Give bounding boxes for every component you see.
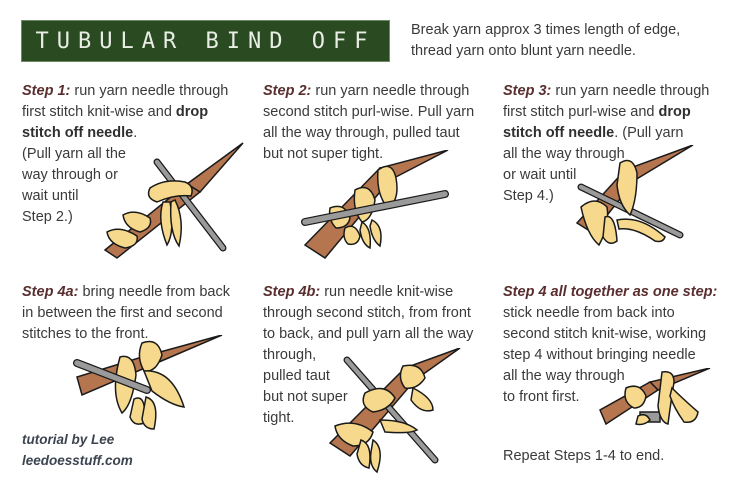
credit-website: leedoesstuff.com (22, 453, 133, 468)
step-text: . (Pull yarn (614, 125, 684, 141)
step-emphasis: stitch off needle (503, 125, 615, 141)
step-note: all the way through (503, 146, 625, 162)
step-text: all the way through, pulled taut (263, 125, 460, 141)
step-text: but not super (263, 389, 348, 405)
step-text: . (133, 125, 138, 141)
step-text: run yarn needle through (70, 83, 229, 99)
step-text: run yarn needle through (551, 83, 710, 99)
step-note: Step 4.) (503, 188, 554, 204)
step-4-combined-illustration (598, 368, 713, 428)
step-note: or wait until (503, 167, 577, 183)
step-label: Step 4 all together as one step: (503, 284, 718, 300)
step-text: pulled taut (263, 368, 330, 384)
repeat-instruction: Repeat Steps 1-4 to end. (503, 448, 665, 464)
step-3: Step 3: run yarn needle through first st… (503, 81, 738, 207)
step-note: wait until (22, 188, 79, 204)
step-text: stick needle from back into (503, 305, 675, 321)
step-label: Step 3: (503, 83, 552, 99)
step-label: Step 1: (22, 83, 71, 99)
knitting-needle-icon (328, 348, 461, 474)
step-text: stitches to the front. (22, 326, 149, 342)
step-text: but not super tight. (263, 146, 384, 162)
step-3-illustration (575, 145, 695, 255)
step-4a-illustration (72, 335, 227, 435)
knitting-needle-icon (301, 150, 449, 259)
intro-text: Break yarn approx 3 times length of edge… (411, 20, 741, 62)
intro-line-2: thread yarn onto blunt yarn needle. (411, 43, 636, 59)
step-text: second stitch purl-wise. Pull yarn (263, 104, 475, 120)
step-text: through, (263, 347, 317, 363)
step-label: Step 4b: (263, 284, 321, 300)
step-text: through second stitch, from front (263, 305, 471, 321)
step-4b-illustration (325, 348, 465, 478)
knitting-needle-icon (73, 335, 223, 430)
step-note: way through or (22, 167, 118, 183)
step-text: bring needle from back (78, 284, 230, 300)
title-banner: TUBULAR BIND OFF (21, 20, 390, 62)
step-text: tight. (263, 410, 295, 426)
step-text: run needle knit-wise (320, 284, 454, 300)
step-text: second stitch knit-wise, working (503, 326, 707, 342)
step-label: Step 4a: (22, 284, 79, 300)
step-text: to front first. (503, 389, 580, 405)
step-text: in between the first and second (22, 305, 223, 321)
step-text: step 4 without bringing needle (503, 347, 696, 363)
step-text: all the way through (503, 368, 625, 384)
page-title: TUBULAR BIND OFF (35, 28, 376, 54)
intro-line-1: Break yarn approx 3 times length of edge… (411, 22, 681, 38)
step-4a: Step 4a: bring needle from back in betwe… (22, 282, 252, 345)
step-text: first stitch purl-wise and (503, 104, 659, 120)
step-emphasis: drop (658, 104, 691, 120)
step-label: Step 2: (263, 83, 312, 99)
step-text: to back, and pull yarn all the way (263, 326, 474, 342)
step-2-illustration (300, 150, 450, 260)
step-note: Step 2.) (22, 209, 73, 225)
step-emphasis: drop (175, 104, 209, 120)
step-note: (Pull yarn all the (22, 146, 126, 162)
step-text: run yarn needle through (311, 83, 470, 99)
step-1: Step 1: run yarn needle through first st… (22, 81, 252, 228)
step-4-combined: Step 4 all together as one step: stick n… (503, 282, 743, 408)
knitting-needle-icon (599, 368, 711, 426)
knitting-needle-icon (575, 145, 694, 247)
credit-author: tutorial by Lee (22, 432, 115, 447)
step-emphasis: stitch off needle (22, 125, 134, 141)
knitting-needle-icon (103, 142, 244, 259)
credit: tutorial by Lee leedoesstuff.com (22, 429, 133, 471)
step-text: first stitch knit-wise and (22, 104, 176, 120)
step-2: Step 2: run yarn needle through second s… (263, 81, 493, 165)
step-4b: Step 4b: run needle knit-wise through se… (263, 282, 493, 429)
step-1-illustration (95, 140, 245, 260)
